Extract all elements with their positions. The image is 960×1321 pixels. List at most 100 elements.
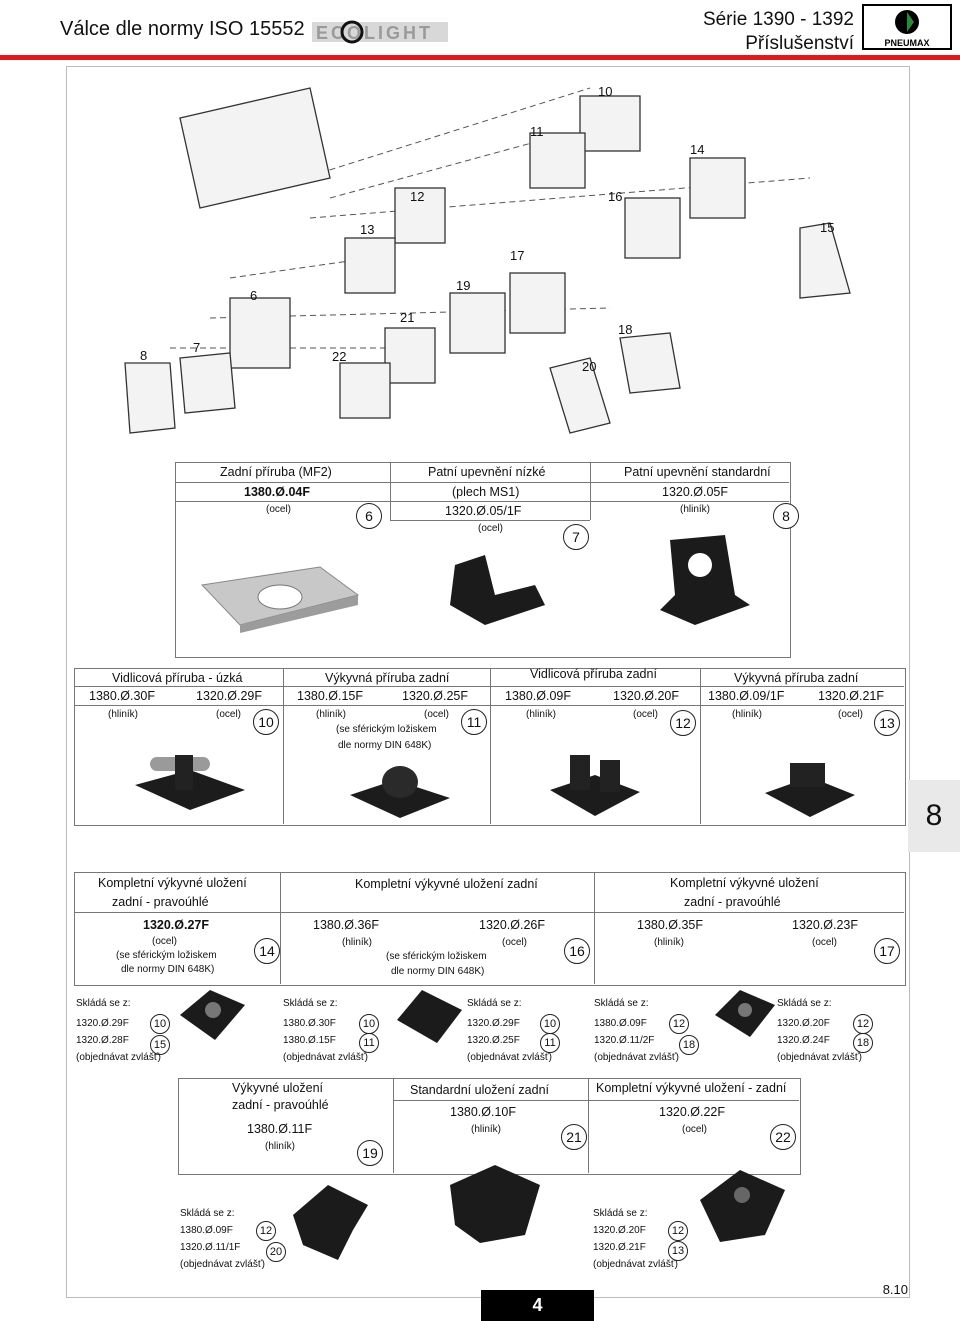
item10-code2: 1320.Ø.29F xyxy=(196,689,263,703)
product-photo-flange xyxy=(200,566,360,633)
comp6-note: (objednávat zvlášť) xyxy=(180,1259,265,1270)
diagram-label: 12 xyxy=(410,189,424,204)
item16-note2: dle normy DIN 648K) xyxy=(391,966,485,977)
item16-code2: 1320.Ø.26F xyxy=(479,918,546,932)
comp6-line1: 1380.Ø.09F xyxy=(180,1225,233,1236)
item16-note1: (se sférickým ložiskem xyxy=(386,951,487,962)
item17-title1: Kompletní výkyvné uložení xyxy=(670,876,819,890)
comp3-line2: 1320.Ø.25F xyxy=(467,1035,520,1046)
item11-title: Výkyvná příruba zadní xyxy=(325,671,450,685)
item13-code1: 1380.Ø.09/1F xyxy=(708,689,785,703)
item16-code1: 1380.Ø.36F xyxy=(313,918,380,932)
row3-panel xyxy=(74,872,906,986)
item14-title1: Kompletní výkyvné uložení xyxy=(98,876,247,890)
item14-title2: zadní - pravoúhlé xyxy=(112,895,209,909)
product-photo-item16 xyxy=(397,990,462,1043)
comp5-badge1: 12 xyxy=(853,1014,873,1034)
item11-mat2: (ocel) xyxy=(424,709,450,720)
item13-mat1: (hliník) xyxy=(732,709,763,720)
comp5-badge2: 18 xyxy=(853,1033,873,1053)
comp2-line1: 1380.Ø.30F xyxy=(283,1018,336,1029)
comp5-head: Skládá se z: xyxy=(777,998,832,1009)
comp4-line2: 1320.Ø.11/2F xyxy=(594,1035,655,1046)
item8-material: (hliník) xyxy=(680,504,711,515)
item17-mat2: (ocel) xyxy=(812,937,838,948)
comp1-badge1: 10 xyxy=(150,1014,170,1034)
item17-mat1: (hliník) xyxy=(654,937,685,948)
item7-title: Patní upevnění nízké xyxy=(428,465,546,479)
comp4-badge1: 12 xyxy=(669,1014,689,1034)
diagram-label: 21 xyxy=(400,310,414,325)
item11-mat1: (hliník) xyxy=(316,709,347,720)
comp1-badge2: 15 xyxy=(150,1035,170,1055)
comp1-head: Skládá se z: xyxy=(76,998,131,1009)
item10-mat1: (hliník) xyxy=(108,709,139,720)
item19-badge: 19 xyxy=(357,1140,383,1166)
comp4-head: Skládá se z: xyxy=(594,998,649,1009)
item21-code: 1380.Ø.10F xyxy=(450,1105,517,1119)
page-title: Válce dle normy ISO 15552 xyxy=(60,18,305,40)
item10-title: Vidlicová příruba - úzká xyxy=(112,671,243,685)
comp3-line1: 1320.Ø.29F xyxy=(467,1018,520,1029)
item6-material: (ocel) xyxy=(266,504,292,515)
item17-code2: 1320.Ø.23F xyxy=(792,918,859,932)
item12-title: Vidlicová příruba zadní xyxy=(530,667,657,681)
item12-code2: 1320.Ø.20F xyxy=(613,689,680,703)
product-photo-item19 xyxy=(293,1185,368,1260)
section-label: Příslušenství xyxy=(745,33,854,54)
item14-material: (ocel) xyxy=(152,936,178,947)
comp3-badge1: 10 xyxy=(540,1014,560,1034)
diagram-label: 10 xyxy=(598,84,612,99)
product-photo-item12 xyxy=(550,755,640,816)
product-photo-foot-low xyxy=(450,555,545,625)
diagram-label: 14 xyxy=(690,142,704,157)
item7-code: 1320.Ø.05/1F xyxy=(445,504,522,518)
comp6-badge1: 12 xyxy=(256,1221,276,1241)
item16-title: Kompletní výkyvné uložení zadní xyxy=(355,877,538,891)
item22-code: 1320.Ø.22F xyxy=(659,1105,726,1119)
svg-text:PNEUMAX: PNEUMAX xyxy=(884,38,929,48)
item7-subtitle: (plech MS1) xyxy=(452,485,520,499)
item12-mat2: (ocel) xyxy=(633,709,659,720)
page-number: 4 xyxy=(481,1290,594,1321)
comp1-line2: 1320.Ø.28F xyxy=(76,1035,129,1046)
item14-code: 1320.Ø.27F xyxy=(143,918,210,932)
item17-title2: zadní - pravoúhlé xyxy=(684,895,781,909)
item21-badge: 21 xyxy=(561,1124,587,1150)
item13-badge: 13 xyxy=(874,710,900,736)
item8-badge: 8 xyxy=(773,503,799,529)
comp3-badge2: 11 xyxy=(540,1033,560,1053)
comp6-line2: 1320.Ø.11/1F xyxy=(180,1242,241,1253)
header-rule xyxy=(0,55,960,60)
item13-mat2: (ocel) xyxy=(838,709,864,720)
comp7-badge2: 13 xyxy=(668,1241,688,1261)
comp2-badge2: 11 xyxy=(359,1033,379,1053)
comp5-note: (objednávat zvlášť) xyxy=(777,1052,862,1063)
product-photo-item14 xyxy=(180,990,245,1040)
item22-title: Kompletní výkyvné uložení - zadní xyxy=(596,1081,787,1095)
diagram-label: 18 xyxy=(618,322,632,337)
item14-note2: dle normy DIN 648K) xyxy=(121,964,215,975)
comp5-line1: 1320.Ø.20F xyxy=(777,1018,830,1029)
item13-title: Výkyvná příruba zadní xyxy=(734,671,859,685)
item7-material: (ocel) xyxy=(478,523,504,534)
comp2-head: Skládá se z: xyxy=(283,998,338,1009)
product-photo-item10 xyxy=(135,755,245,810)
item22-badge: 22 xyxy=(770,1124,796,1150)
item8-title: Patní upevnění standardní xyxy=(624,465,771,479)
item16-mat1: (hliník) xyxy=(342,937,373,948)
comp2-badge1: 10 xyxy=(359,1014,379,1034)
item19-title1: Výkyvné uložení xyxy=(232,1081,324,1095)
item10-badge: 10 xyxy=(253,709,279,735)
item8-code: 1320.Ø.05F xyxy=(662,485,729,499)
item6-title: Zadní příruba (MF2) xyxy=(220,465,332,479)
comp4-note: (objednávat zvlášť) xyxy=(594,1052,679,1063)
item6-badge: 6 xyxy=(356,503,382,529)
series-label: Série 1390 - 1392 xyxy=(702,9,854,30)
item22-material: (ocel) xyxy=(682,1124,708,1135)
product-photo-item11 xyxy=(350,766,450,818)
comp2-note: (objednávat zvlášť) xyxy=(283,1052,368,1063)
diagram-label: 8 xyxy=(140,348,147,363)
item21-title: Standardní uložení zadní xyxy=(410,1083,549,1097)
comp7-line2: 1320.Ø.21F xyxy=(593,1242,646,1253)
